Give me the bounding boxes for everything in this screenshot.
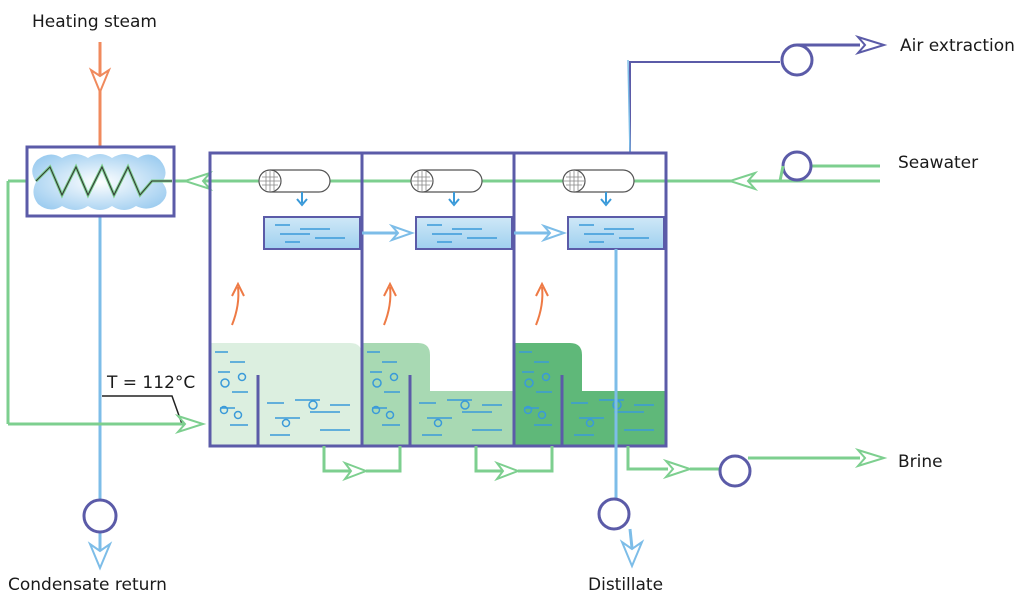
brine-outlet-line [626,446,888,488]
brine-heater [25,145,176,218]
temperature-label: T = 112°C [106,373,195,393]
vapor-arrows [231,281,549,326]
tube-bundle-icon [410,169,483,193]
brine-exit-arrow-icon [854,448,888,468]
seawater-label: Seawater [898,153,978,173]
tube-bundle-icon [562,169,635,193]
stage-vessel [208,151,668,448]
distillate-outlet-line [597,249,645,569]
air-extraction-line [627,35,888,154]
air-extraction-label: Air extraction [900,36,1015,56]
brine-pump-icon [718,454,752,488]
distillate-trays [263,216,665,250]
tray-flow-arrow-icon [540,223,568,243]
brine-transfer-arrow-icon [494,460,521,482]
stage-2-liquid [362,343,514,446]
distillate-pump-icon [597,497,631,531]
brine-label: Brine [898,452,943,472]
seawater-pump-icon [781,150,813,182]
condensate-arrow-icon [87,541,113,571]
brine-transfer-arrow-icon [342,460,369,482]
stage-3-liquid [514,343,666,446]
vacuum-pump-icon [780,43,814,77]
distillate-label: Distillate [588,575,663,595]
temperature-leader-line [102,395,183,425]
seawater-arrow-icon-1 [726,170,759,192]
heating-steam-line [88,42,112,152]
vapor-arrow-icon [535,286,544,326]
condensate-return-label: Condensate return [8,575,167,595]
heating-steam-label: Heating steam [32,12,157,32]
brine-arrow-icon [662,458,694,480]
steam-arrow-icon [88,67,112,95]
tube-bundle-icon [258,169,331,193]
condensate-return-line [82,215,118,571]
liquid-details [215,351,654,436]
vapor-arrow-icon [383,286,392,326]
vapor-arrow-icon [231,286,240,326]
tray-flow-arrow-icon [388,223,416,243]
distillate-arrow-icon [619,539,645,569]
tube-bundles [258,169,635,207]
brine-heater-outlet-arrow-icon [174,413,207,435]
inter-stage-brine-flow [322,446,554,482]
air-arrow-icon [854,35,888,55]
condensate-pump-icon [82,498,118,534]
